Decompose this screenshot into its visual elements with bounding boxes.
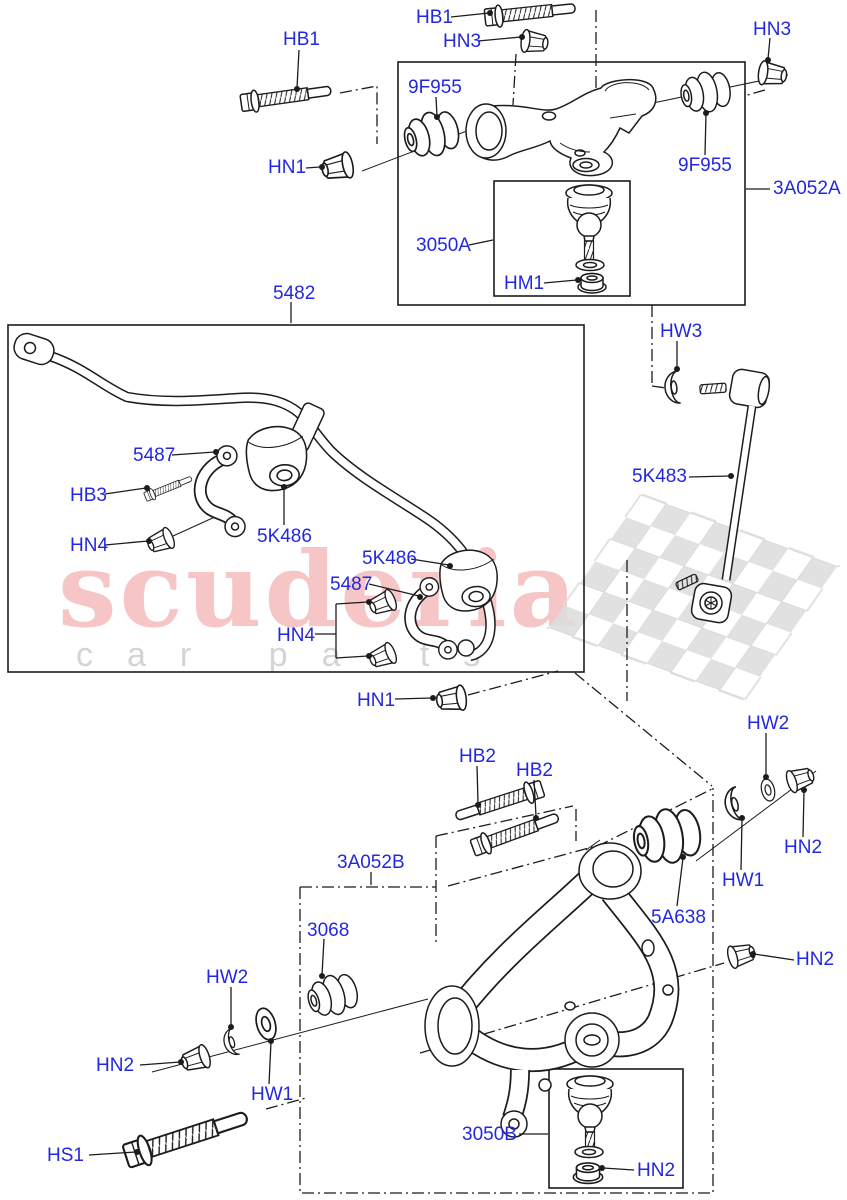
part-label-hn4-15: HN4	[70, 535, 109, 556]
part-label-hb2-22: HB2	[459, 746, 496, 767]
part-label-5k486-17: 5K486	[362, 548, 417, 569]
ball-joint-3050a-box	[493, 180, 631, 297]
part-label-hw1-26: HW1	[722, 870, 765, 891]
stabilizer-link-5k483	[662, 368, 771, 624]
watermark-subtitle-text: car parts	[76, 636, 515, 674]
part-label-9f955-5: 9F955	[678, 155, 732, 176]
part-label-hn2-29: HN2	[796, 949, 835, 970]
part-label-hn2-24: HN2	[784, 837, 823, 858]
upper-arm-assembly-box	[397, 61, 746, 306]
stabilizer-bar-assembly	[13, 332, 501, 672]
part-label-hn3-3: HN3	[753, 19, 792, 40]
part-label-hn1-20: HN1	[357, 690, 396, 711]
part-label-hb1-0: HB1	[283, 29, 320, 50]
part-label-hs1-34: HS1	[47, 1145, 84, 1166]
part-label-hw2-30: HW2	[206, 967, 249, 988]
part-label-hw1-32: HW1	[251, 1084, 294, 1105]
part-label-3068-28: 3068	[307, 920, 350, 941]
part-label-9f955-4: 9F955	[408, 77, 462, 98]
lower-arm-assembly	[120, 763, 818, 1185]
ball-joint-3050b-box	[548, 1068, 684, 1189]
part-label-hn4-19: HN4	[277, 625, 316, 646]
part-label-5a638-27: 5A638	[651, 907, 706, 928]
part-label-hb3-14: HB3	[70, 485, 107, 506]
part-label-hn2-31: HN2	[96, 1055, 135, 1076]
leader-lines	[88, 10, 807, 1171]
part-label-5487-13: 5487	[133, 445, 176, 466]
part-label-hn2-35: HN2	[637, 1160, 676, 1181]
part-label-hn1-7: HN1	[268, 157, 307, 178]
part-label-5k483-12: 5K483	[632, 466, 687, 487]
part-label-3a052a-6: 3A052A	[773, 178, 841, 199]
upper-arm-assembly	[238, 0, 789, 294]
lower-control-arm-drawing	[424, 839, 680, 1138]
part-label-3050a-8: 3050A	[416, 235, 471, 256]
part-label-hb1-1: HB1	[416, 7, 453, 28]
part-label-5487-18: 5487	[330, 574, 373, 595]
stabilizer-bar-box	[7, 324, 585, 673]
part-label-hm1-9: HM1	[504, 273, 545, 294]
part-label-hb2-23: HB2	[516, 760, 553, 781]
assembly-boxes	[7, 61, 746, 1194]
part-label-3050b-33: 3050B	[462, 1124, 517, 1145]
part-label-hw2-21: HW2	[747, 713, 790, 734]
part-label-hn3-2: HN3	[443, 31, 482, 52]
upper-control-arm-drawing	[465, 78, 657, 177]
part-label-5k486-16: 5K486	[257, 526, 312, 547]
part-label-5482-10: 5482	[273, 283, 316, 304]
part-label-hw3-11: HW3	[660, 321, 703, 342]
checkered-flag-watermark	[545, 492, 841, 702]
part-label-3a052b-25: 3A052B	[337, 852, 405, 873]
